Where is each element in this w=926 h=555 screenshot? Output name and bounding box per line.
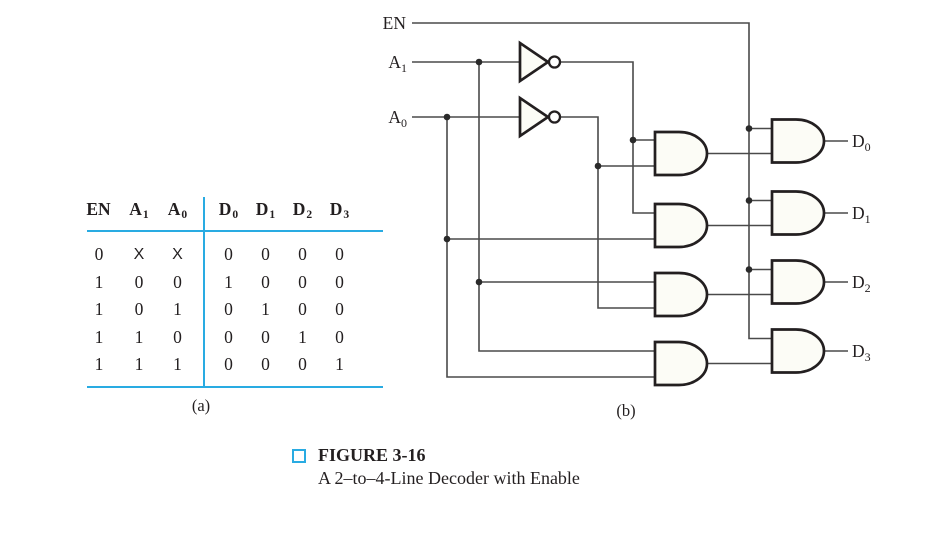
truth-table-header-row: EN A1 A0 D0 D1 D2 D3 <box>80 196 390 230</box>
table-column-divider <box>203 197 205 387</box>
table-cell: 0 <box>298 244 307 264</box>
header-cell-a0: A0 <box>167 199 188 222</box>
output-label-d1: D1 <box>852 203 871 226</box>
output-label-d3: D3 <box>852 341 871 364</box>
input-label-en: EN <box>383 13 407 33</box>
header-underline <box>87 230 383 232</box>
junction-dot <box>475 278 483 286</box>
truth-table: EN A1 A0 D0 D1 D2 D3 0 X X 0 0 0 0 1 <box>80 196 390 426</box>
table-cell: 0 <box>298 354 307 374</box>
not-gate-bubble <box>547 55 562 69</box>
table-cell: 1 <box>134 326 144 347</box>
input-label-a0: A0 <box>388 107 407 130</box>
table-cell: 0 <box>261 354 270 374</box>
table-cell: 0 <box>298 271 307 292</box>
table-cell: 1 <box>298 326 307 347</box>
header-cell-en: EN <box>86 199 111 220</box>
and-gate-m0 <box>653 130 709 177</box>
table-label-a: (a) <box>191 396 211 415</box>
table-cell: 1 <box>173 299 182 319</box>
table-cell: 1 <box>173 354 182 374</box>
table-cell: X <box>172 246 183 263</box>
table-cell: 1 <box>261 299 270 319</box>
junction-dot <box>594 162 602 170</box>
table-cell: 0 <box>224 354 233 374</box>
input-label-a1: A1 <box>388 52 407 75</box>
table-cell: 0 <box>134 271 144 292</box>
table-cell: 1 <box>224 271 233 292</box>
table-row: 0 X X 0 0 0 0 <box>80 241 390 269</box>
not-gate-triangle <box>518 40 551 84</box>
inverter-a0 <box>518 95 562 139</box>
table-cell: 0 <box>261 244 270 264</box>
table-cell: 0 <box>224 244 233 264</box>
table-cell: 0 <box>298 299 307 319</box>
junction-dot <box>745 266 753 273</box>
table-cell: 1 <box>94 299 104 319</box>
table-cell: 1 <box>335 354 344 374</box>
header-cell-d2: D2 <box>292 199 313 222</box>
junction-dot <box>475 58 483 66</box>
and-gate-d2 <box>770 259 826 305</box>
table-cell: 1 <box>94 326 104 347</box>
circuit-wires <box>412 22 848 378</box>
table-cell: 0 <box>335 271 344 292</box>
table-cell: 0 <box>261 326 270 347</box>
output-label-d0: D0 <box>852 131 871 154</box>
caption-title: FIGURE 3-16 <box>318 445 426 465</box>
junction-dot <box>629 136 637 144</box>
table-cell: 0 <box>224 326 233 347</box>
table-cell: 0 <box>94 244 104 264</box>
header-cell-a1: A1 <box>129 199 149 222</box>
not-gate-bubble <box>547 110 562 124</box>
table-cell: 1 <box>134 354 144 374</box>
and-gate-d3 <box>770 328 826 374</box>
and-gate-d1 <box>770 190 826 236</box>
header-cell-d3: D3 <box>329 199 350 222</box>
table-cell: X <box>133 246 145 263</box>
junction-dot <box>443 235 451 243</box>
table-cell: 0 <box>224 299 233 319</box>
and-gate-d0 <box>770 118 826 164</box>
and-gate-m1 <box>653 202 709 249</box>
table-cell: 0 <box>261 271 270 292</box>
junction-dot <box>745 197 753 204</box>
and-gate-m2 <box>653 271 709 318</box>
and-gate-m3 <box>653 340 709 387</box>
junction-dot <box>443 113 451 121</box>
table-bottom-line <box>87 386 383 388</box>
output-label-d2: D2 <box>852 272 871 295</box>
table-row: 1 0 0 1 0 0 0 <box>80 269 390 297</box>
table-cell: 0 <box>134 299 144 319</box>
table-cell: 0 <box>335 299 344 319</box>
not-gate-triangle <box>518 95 551 139</box>
truth-table-body: 0 X X 0 0 0 0 1 0 0 1 0 0 0 1 0 <box>80 241 390 379</box>
table-row: 1 0 1 0 1 0 0 <box>80 296 390 324</box>
inverter-a1 <box>518 40 562 84</box>
table-cell: 0 <box>335 326 344 347</box>
table-cell: 0 <box>173 326 182 347</box>
table-cell: 1 <box>94 354 104 374</box>
table-cell: 0 <box>335 244 344 264</box>
caption-subtitle: A 2–to–4-Line Decoder with Enable <box>318 468 580 488</box>
header-cell-d0: D0 <box>218 199 239 222</box>
caption-square-icon <box>292 449 306 463</box>
table-row: 1 1 1 0 0 0 1 <box>80 351 390 379</box>
junction-dots <box>443 58 753 286</box>
header-cell-d1: D1 <box>255 199 276 222</box>
circuit-label-b: (b) <box>616 401 635 420</box>
table-cell: 0 <box>173 271 182 292</box>
table-cell: 1 <box>94 271 104 292</box>
junction-dot <box>745 125 753 132</box>
table-row: 1 1 0 0 0 1 0 <box>80 324 390 352</box>
